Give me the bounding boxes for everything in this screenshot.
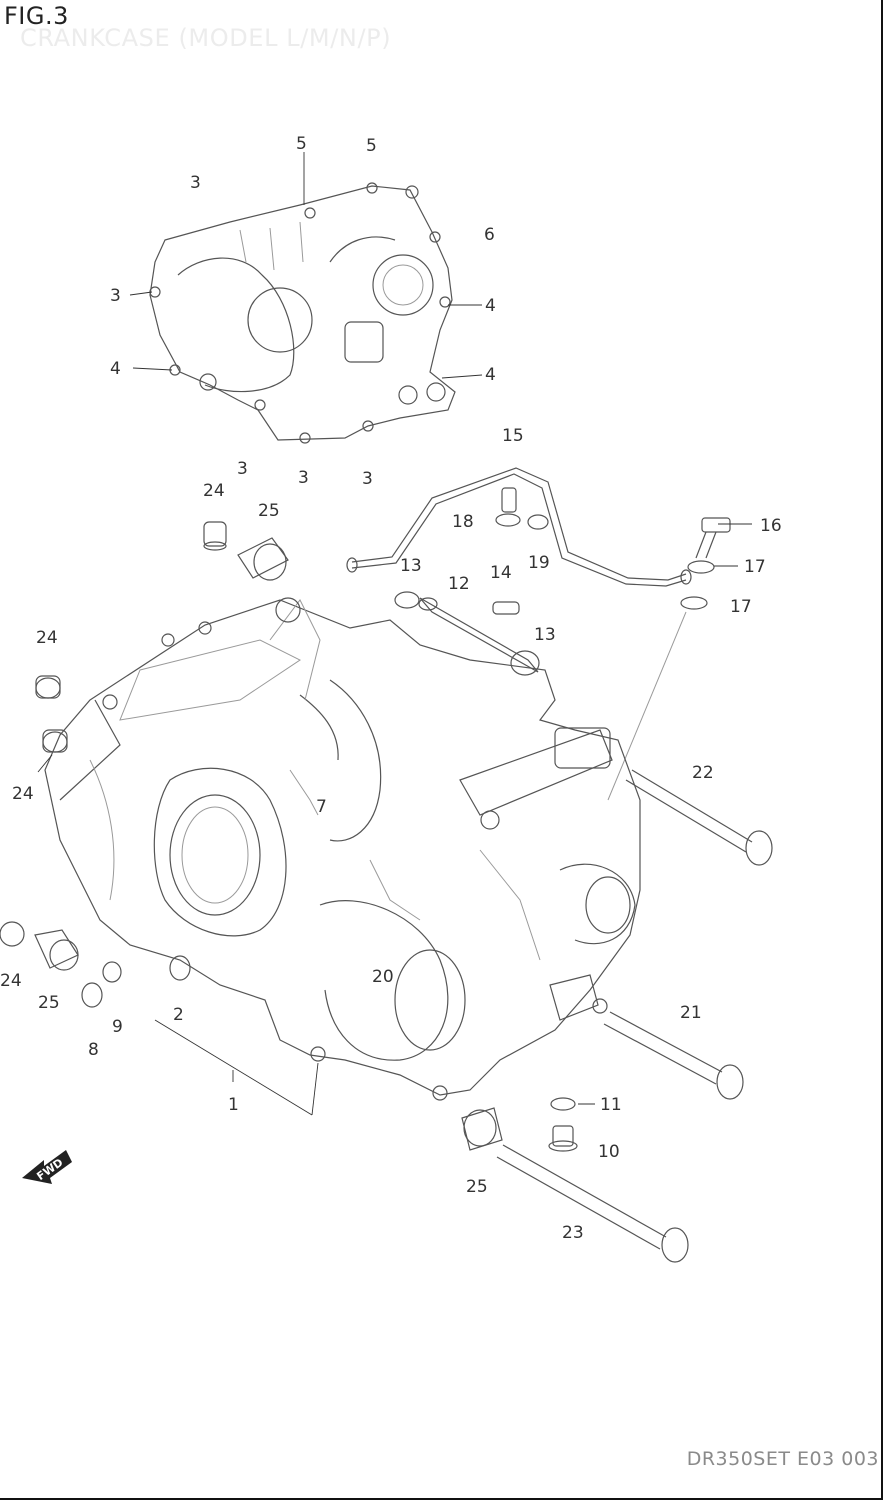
left-bushings — [0, 675, 191, 1008]
leader-lines — [37, 152, 752, 1116]
callout-3: 3 — [237, 459, 248, 479]
callout-9: 9 — [112, 1017, 123, 1037]
callout-23: 23 — [562, 1223, 584, 1243]
callout-1: 1 — [228, 1095, 239, 1115]
callout-20: 20 — [372, 967, 394, 987]
callout-21: 21 — [680, 1003, 702, 1023]
callout-3: 3 — [190, 173, 201, 193]
drain-plug — [548, 1097, 578, 1152]
callout-19: 19 — [528, 553, 550, 573]
callout-22: 22 — [692, 763, 714, 783]
callout-6: 6 — [484, 225, 495, 245]
long-bolt-22 — [625, 769, 773, 866]
crankcase-main-body — [44, 597, 641, 1101]
oil-pipe — [346, 467, 692, 587]
callout-4: 4 — [485, 365, 496, 385]
callout-24: 24 — [12, 784, 34, 804]
callout-25: 25 — [38, 993, 60, 1013]
long-bolt-21 — [603, 1011, 744, 1100]
crankcase-gasket-outline — [149, 182, 456, 444]
callout-25: 25 — [258, 501, 280, 521]
upper-bushings — [203, 521, 289, 581]
callout-17: 17 — [730, 597, 752, 617]
dowel-pins — [394, 591, 540, 676]
callout-24: 24 — [0, 971, 22, 991]
banjo-fitting — [495, 487, 549, 530]
fwd-arrow-icon: FWD — [22, 1150, 72, 1184]
callout-3: 3 — [110, 286, 121, 306]
callout-13: 13 — [400, 556, 422, 576]
callout-16: 16 — [760, 516, 782, 536]
callout-24: 24 — [36, 628, 58, 648]
callout-18: 18 — [452, 512, 474, 532]
callout-7: 7 — [316, 797, 327, 817]
callout-14: 14 — [490, 563, 512, 583]
callout-11: 11 — [600, 1095, 622, 1115]
callout-12: 12 — [448, 574, 470, 594]
callout-4: 4 — [110, 359, 121, 379]
callout-15: 15 — [502, 426, 524, 446]
callout-4: 4 — [485, 296, 496, 316]
callout-24: 24 — [203, 481, 225, 501]
callout-5: 5 — [366, 136, 377, 156]
callout-2: 2 — [173, 1005, 184, 1025]
long-bolt-23 — [461, 1107, 689, 1263]
callout-3: 3 — [298, 468, 309, 488]
callout-8: 8 — [88, 1040, 99, 1060]
figure-label: FIG.3 — [4, 2, 69, 30]
callout-13: 13 — [534, 625, 556, 645]
figure-subtitle: CRANKCASE (MODEL L/M/N/P) — [20, 24, 392, 52]
callout-5: 5 — [296, 134, 307, 154]
callout-25: 25 — [466, 1177, 488, 1197]
callout-17: 17 — [744, 557, 766, 577]
callout-3: 3 — [362, 469, 373, 489]
union-bolt — [607, 517, 731, 801]
callout-10: 10 — [598, 1142, 620, 1162]
drawing-code: DR350SET E03 003 — [686, 1448, 879, 1470]
callout-labels: 5 5 3 6 3 4 4 4 15 3 3 3 24 25 18 16 19 … — [0, 134, 782, 1243]
